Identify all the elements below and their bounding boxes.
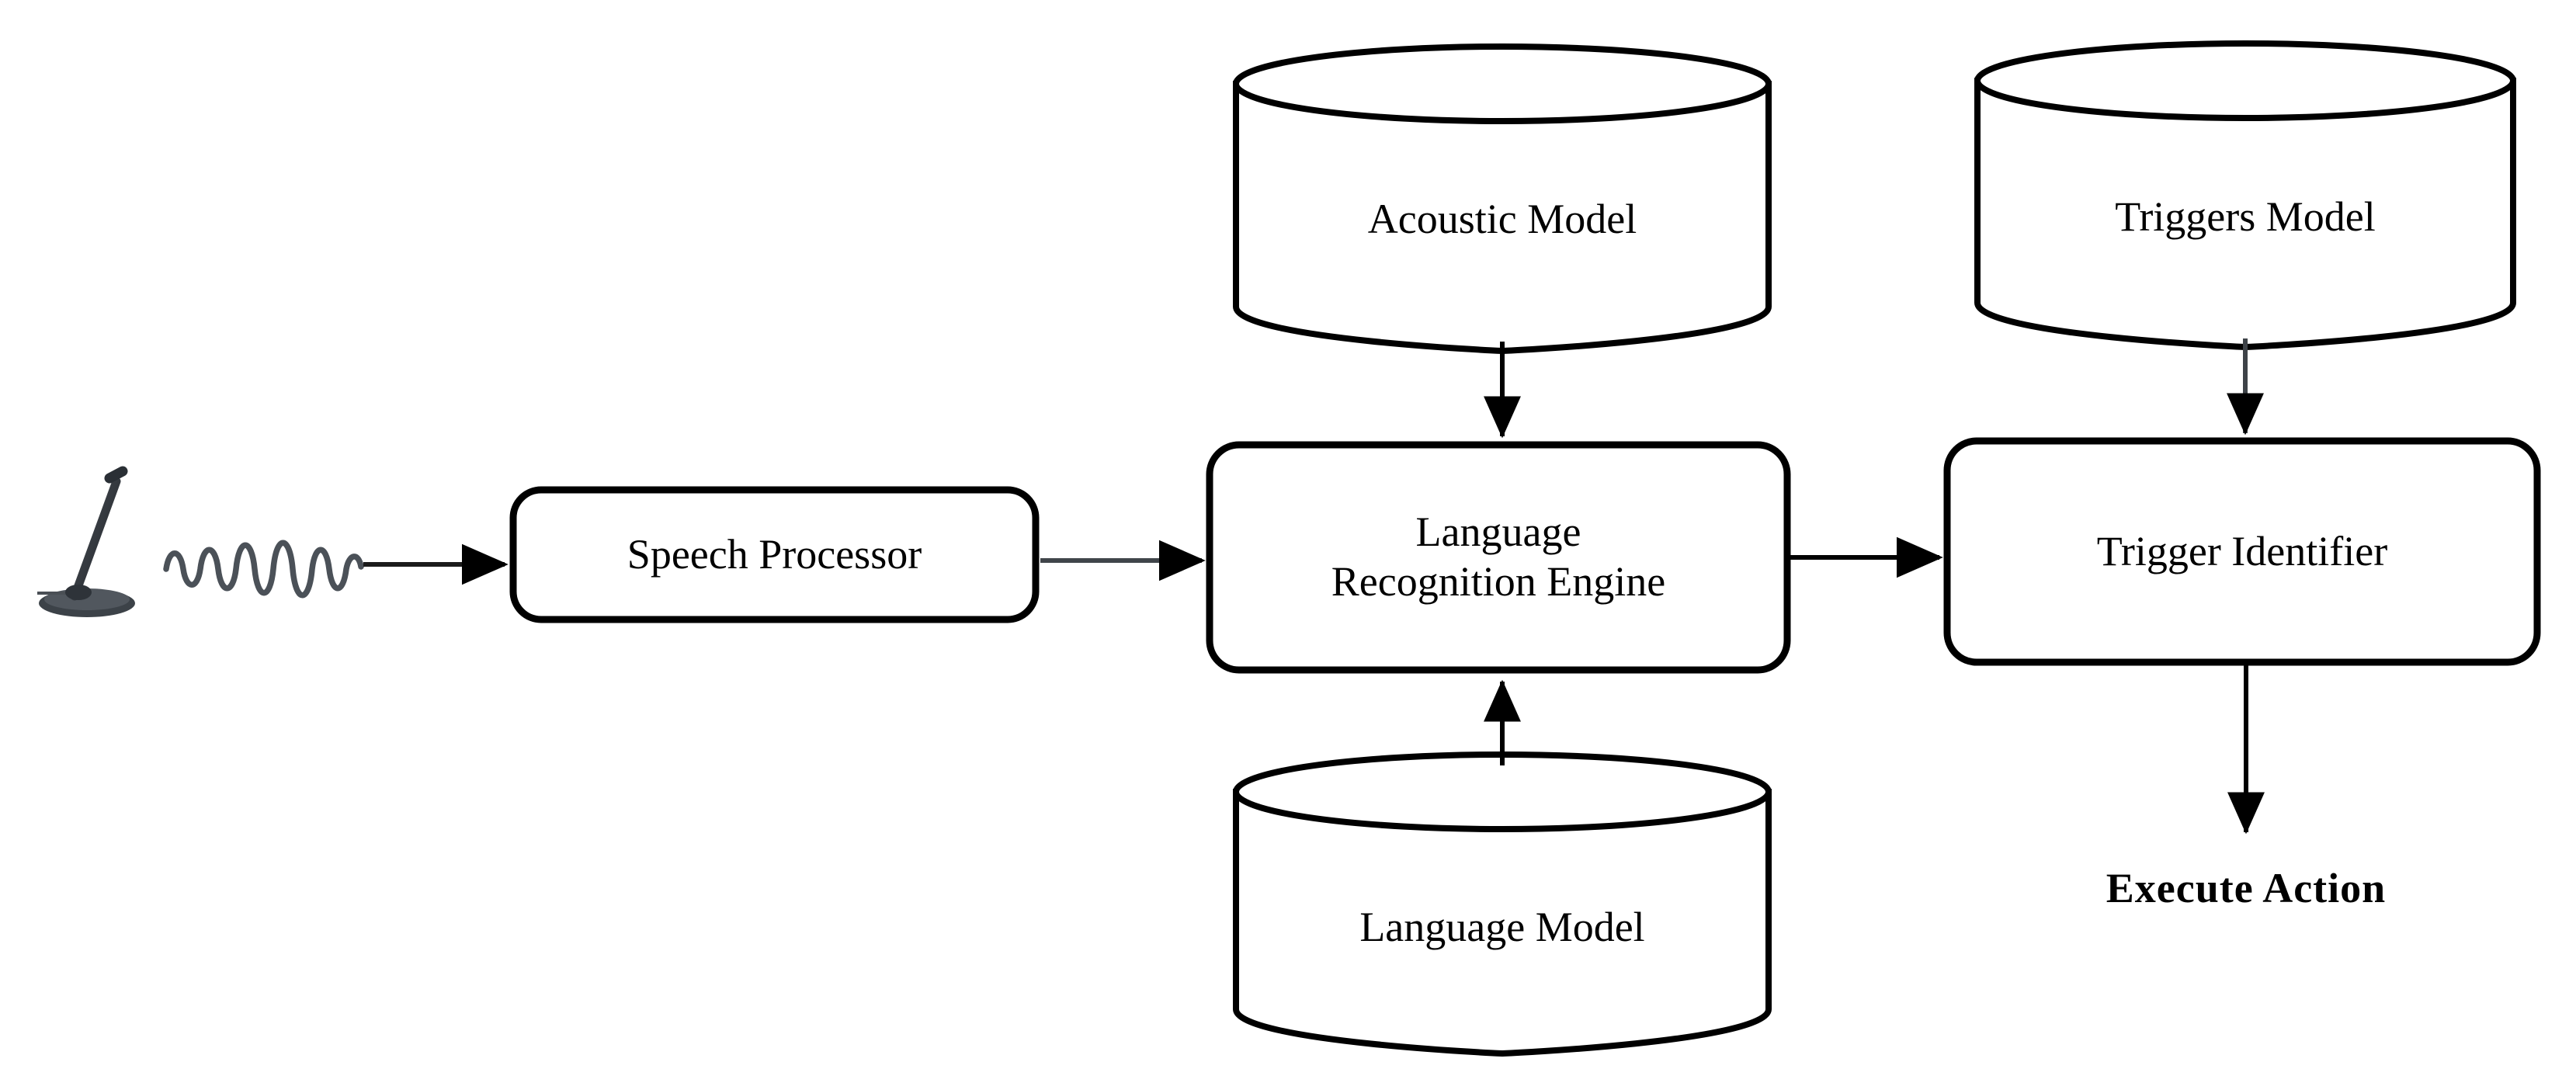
acoustic-model-label: Acoustic Model: [1367, 196, 1637, 243]
speech-processor-box[interactable]: [509, 486, 1040, 623]
sound-wave-icon: [163, 540, 364, 599]
language-recognition-engine-box[interactable]: [1206, 441, 1791, 674]
execute-action-label: Execute Action: [2106, 865, 2387, 912]
speech-processor-label: Speech Processor: [627, 530, 922, 578]
trigger-identifier-box[interactable]: [1943, 437, 2541, 666]
language-model-label: Language Model: [1359, 904, 1645, 951]
trigger-identifier-label: Trigger Identifier: [2096, 527, 2388, 574]
microphone-icon: [37, 466, 135, 617]
language-recognition-engine-label: Language Recognition Engine: [1331, 508, 1666, 605]
language-model-cylinder[interactable]: [1233, 751, 1772, 1057]
acoustic-model-cylinder[interactable]: [1233, 43, 1772, 355]
triggers-model-label: Triggers Model: [2115, 193, 2376, 241]
